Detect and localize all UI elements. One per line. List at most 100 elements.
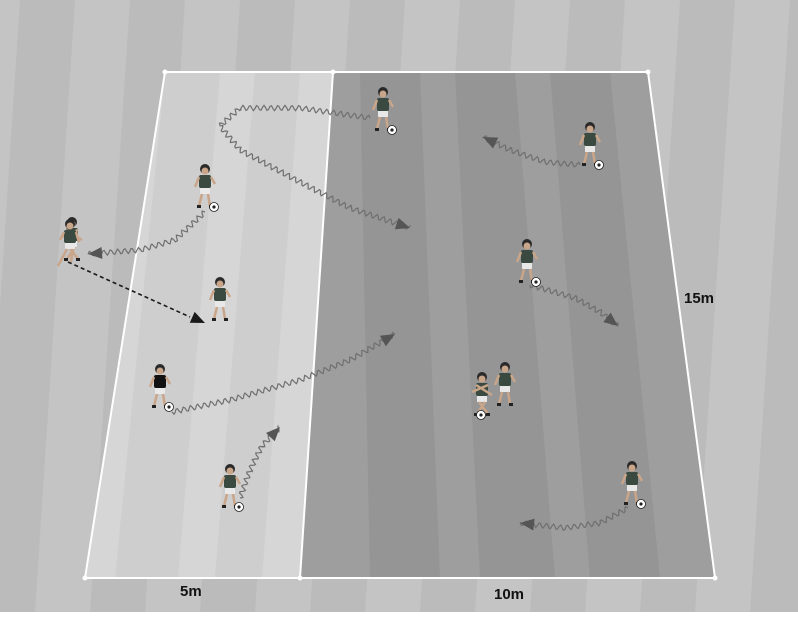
player-arm bbox=[636, 473, 644, 482]
player-leg bbox=[152, 393, 159, 407]
dribble-arrow-head bbox=[379, 334, 395, 347]
player-face bbox=[523, 242, 531, 250]
movement-paths bbox=[67, 104, 629, 532]
dribble-arrow-head bbox=[603, 312, 618, 326]
player bbox=[56, 219, 81, 267]
player-leg bbox=[221, 306, 227, 320]
dribble-path bbox=[87, 210, 206, 257]
player bbox=[371, 87, 397, 135]
corner-cones bbox=[82, 69, 718, 581]
player-arm bbox=[208, 289, 216, 301]
ball-patch bbox=[534, 280, 538, 284]
player-arm bbox=[471, 383, 489, 394]
player-shorts bbox=[522, 263, 532, 269]
player bbox=[515, 239, 541, 287]
player-arm bbox=[475, 383, 493, 397]
player-face bbox=[66, 222, 74, 230]
player-shirt bbox=[199, 175, 211, 188]
player-shorts bbox=[155, 388, 165, 394]
player-boot bbox=[197, 205, 201, 208]
player-leg bbox=[624, 490, 631, 504]
player-boot bbox=[212, 318, 216, 321]
player-shirt bbox=[626, 472, 638, 485]
player bbox=[578, 122, 604, 170]
player-leg bbox=[478, 401, 489, 415]
player-shirt bbox=[224, 475, 236, 488]
dribble-path bbox=[519, 505, 629, 532]
player-boot bbox=[624, 502, 628, 505]
soccer-ball-icon bbox=[531, 277, 541, 287]
player-arm bbox=[209, 176, 217, 185]
player-leg bbox=[69, 248, 75, 263]
player-boot bbox=[375, 128, 379, 131]
zone-stripe bbox=[550, 72, 660, 578]
player-face bbox=[379, 90, 387, 98]
player-arm bbox=[224, 289, 232, 298]
pass-line bbox=[67, 261, 191, 318]
player-boot bbox=[582, 163, 586, 166]
player-shorts bbox=[378, 111, 388, 117]
soccer-ball-icon bbox=[636, 499, 646, 509]
player-shirt bbox=[154, 375, 166, 388]
player-leg bbox=[633, 490, 639, 504]
player-shorts bbox=[500, 386, 510, 392]
player-shorts bbox=[225, 488, 235, 494]
player-leg bbox=[528, 268, 534, 282]
player-shorts bbox=[200, 188, 210, 194]
player-shorts bbox=[65, 243, 75, 249]
player-shorts bbox=[627, 485, 637, 491]
dribble-arrow-head bbox=[394, 217, 410, 230]
player-shirt bbox=[214, 288, 226, 301]
dribble-path bbox=[218, 104, 412, 230]
player-leg bbox=[212, 306, 219, 320]
player bbox=[148, 364, 174, 412]
dribble-path bbox=[238, 425, 280, 499]
zone-stripe bbox=[455, 72, 555, 578]
player-leg bbox=[506, 391, 512, 405]
player-arm bbox=[148, 376, 156, 388]
player-leg bbox=[591, 151, 597, 165]
player-leg bbox=[231, 493, 237, 507]
soccer-ball-icon bbox=[387, 125, 397, 135]
dribble-path bbox=[171, 331, 396, 416]
player-boot bbox=[474, 413, 478, 416]
corner-cone bbox=[297, 575, 303, 581]
player-leg bbox=[161, 393, 167, 407]
dribble-arrow-head bbox=[520, 518, 535, 531]
player-shorts bbox=[585, 146, 595, 152]
player-leg bbox=[197, 193, 204, 207]
player-leg bbox=[384, 116, 390, 130]
player bbox=[218, 464, 244, 512]
player-arm bbox=[531, 251, 539, 260]
player-leg bbox=[56, 248, 69, 267]
player-arm bbox=[371, 99, 379, 111]
ball-patch bbox=[639, 502, 643, 506]
field-length-label: 15m bbox=[684, 290, 715, 307]
player-arm bbox=[509, 374, 517, 383]
player-arm bbox=[620, 473, 628, 485]
player-shirt bbox=[64, 230, 76, 243]
dribble-arrow-head bbox=[483, 137, 499, 149]
player-shirt bbox=[521, 250, 533, 263]
player-leg bbox=[497, 391, 504, 405]
player-shorts bbox=[477, 396, 487, 402]
ball-patch bbox=[237, 505, 241, 509]
left-zone-stripes bbox=[115, 72, 300, 578]
player bbox=[493, 362, 517, 406]
zone-divider-line bbox=[299, 71, 334, 579]
ball-patch bbox=[212, 205, 216, 209]
player-arm bbox=[234, 476, 242, 485]
player-boot bbox=[519, 280, 523, 283]
player-leg bbox=[375, 116, 382, 130]
corner-cone bbox=[712, 575, 718, 581]
ball-patch bbox=[479, 413, 483, 417]
ball-patch bbox=[390, 128, 394, 132]
player-boot bbox=[152, 405, 156, 408]
right-zone-width-label: 10m bbox=[494, 586, 525, 603]
player-arm bbox=[493, 374, 501, 386]
player-boot bbox=[76, 258, 80, 261]
player bbox=[193, 164, 219, 212]
player-face bbox=[226, 467, 234, 475]
